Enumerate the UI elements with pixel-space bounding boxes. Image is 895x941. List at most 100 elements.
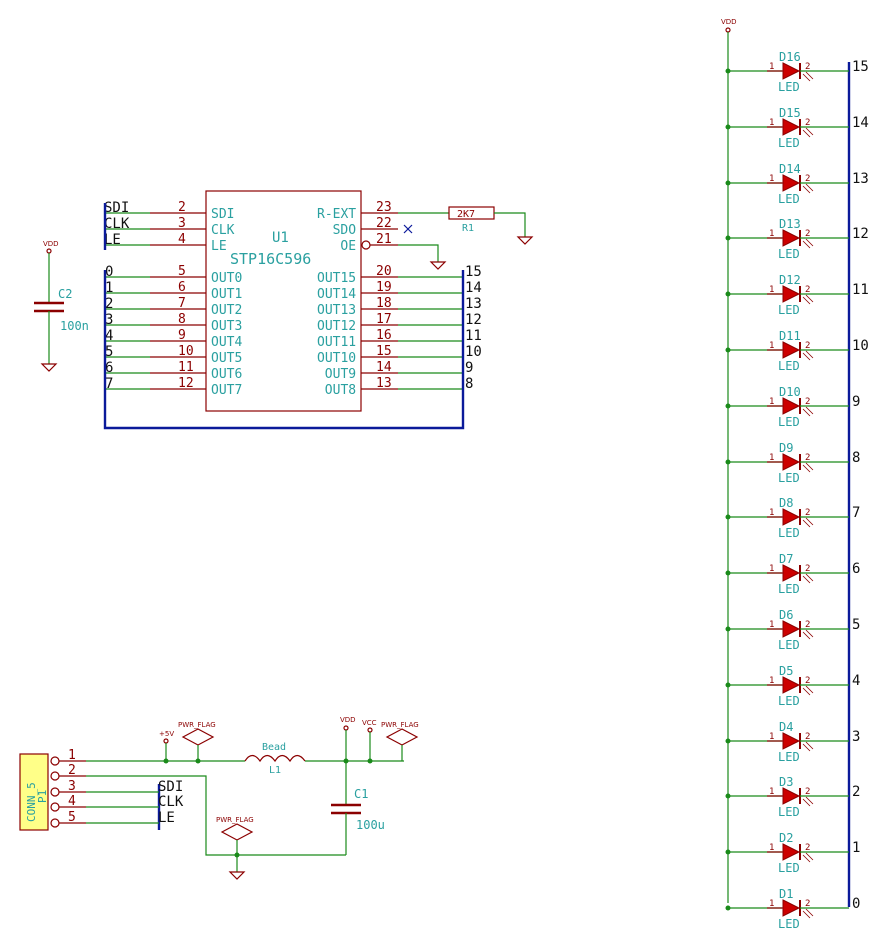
p1-pin-circle bbox=[50, 787, 60, 797]
p1-net-label: SDI bbox=[158, 779, 183, 795]
led-triangle bbox=[782, 899, 801, 917]
led-pin-number: 2 bbox=[805, 285, 810, 295]
pwr-flag-3-label: PWR_FLAG bbox=[216, 816, 254, 824]
u1-value: STP16C596 bbox=[230, 250, 311, 268]
led-arrow bbox=[802, 240, 811, 249]
pwr-flag-2 bbox=[385, 728, 419, 746]
l1-coil bbox=[244, 754, 306, 763]
u1-pin-number: 16 bbox=[376, 328, 392, 343]
u1-pin-number: 14 bbox=[376, 360, 392, 375]
led-ref: D14 bbox=[779, 162, 801, 176]
c2-gnd-symbol bbox=[40, 363, 58, 372]
gnd-symbol bbox=[228, 871, 246, 880]
led-arrow bbox=[805, 852, 814, 861]
led-ref: D4 bbox=[779, 720, 793, 734]
led-value: LED bbox=[778, 359, 800, 373]
led-arrow bbox=[805, 183, 814, 192]
power-section: +5V PWR_FLAG Bead L1 VDD VCC PWR_FLAG bbox=[86, 716, 419, 880]
led-pin-number: 2 bbox=[805, 508, 810, 518]
vdd-symbol bbox=[343, 725, 349, 731]
led-net-label: 5 bbox=[852, 617, 860, 633]
oe-gnd bbox=[361, 240, 447, 270]
led-value: LED bbox=[778, 750, 800, 764]
led-net-label: 6 bbox=[852, 561, 860, 577]
r1-resistor[interactable]: 2K7 R1 bbox=[398, 206, 534, 245]
led-pin-number: 2 bbox=[805, 564, 810, 574]
led-pin-number: 2 bbox=[805, 174, 810, 184]
p1-pin-number: 5 bbox=[68, 810, 76, 825]
led-arrow bbox=[802, 464, 811, 473]
vcc-symbol bbox=[367, 727, 373, 733]
led-arrow bbox=[802, 352, 811, 361]
u1-pin-number: 18 bbox=[376, 296, 392, 311]
led-pin-number: 1 bbox=[769, 564, 774, 574]
led-net-label: 12 bbox=[852, 226, 869, 242]
c2-ref: C2 bbox=[58, 287, 72, 301]
led-value: LED bbox=[778, 415, 800, 429]
p1-pin-number: 2 bbox=[68, 763, 76, 778]
led-ref: D8 bbox=[779, 496, 793, 510]
vdd-label: VDD bbox=[340, 716, 356, 724]
p5v-label: +5V bbox=[159, 730, 174, 738]
led-pin-number: 2 bbox=[805, 397, 810, 407]
bus-net-label: 4 bbox=[105, 328, 113, 344]
c1-capacitor[interactable]: C1 100u bbox=[331, 787, 385, 832]
led-arrow bbox=[802, 185, 811, 194]
c1-value: 100u bbox=[356, 818, 385, 832]
pwr-flag-2-label: PWR_FLAG bbox=[381, 721, 419, 729]
u1-right-pins: 23R-EXT22SDO21OE20OUT1519OUT1418OUT1317O… bbox=[317, 200, 398, 398]
c1-ref: C1 bbox=[354, 787, 368, 801]
led-ref: D16 bbox=[779, 50, 801, 64]
c2-capacitor[interactable]: VDD C2 100n bbox=[34, 240, 89, 372]
led-arrow bbox=[805, 741, 814, 750]
u1-pin-number: 2 bbox=[178, 200, 186, 215]
p1-ref: P1 bbox=[36, 790, 49, 803]
led-ref: D6 bbox=[779, 608, 793, 622]
led-pin-number: 2 bbox=[805, 899, 810, 909]
u1-pin-name: OUT5 bbox=[211, 351, 242, 366]
u1-pin-number: 21 bbox=[376, 232, 392, 247]
led-pin-number: 1 bbox=[769, 843, 774, 853]
led-pin-number: 2 bbox=[805, 676, 810, 686]
u1-bus-loop bbox=[103, 270, 465, 430]
led-net-label: 2 bbox=[852, 784, 860, 800]
led-arrow bbox=[805, 796, 814, 805]
led-arrow bbox=[805, 517, 814, 526]
u1-pin-name: OUT3 bbox=[211, 319, 242, 334]
led-arrow bbox=[802, 129, 811, 138]
led-arrow bbox=[802, 73, 811, 82]
p1-value: CONN_5 bbox=[25, 782, 38, 822]
led-triangle bbox=[782, 118, 801, 136]
led-ref: D12 bbox=[779, 273, 801, 287]
u1-pin-name: CLK bbox=[211, 223, 235, 238]
led-ref: D3 bbox=[779, 775, 793, 789]
led-net-label: 10 bbox=[852, 338, 869, 354]
led-pin-number: 2 bbox=[805, 118, 810, 128]
led-triangle bbox=[782, 564, 801, 582]
bus-net-label: 6 bbox=[105, 360, 113, 376]
led-arrow bbox=[802, 631, 811, 640]
l1-bead[interactable]: Bead L1 bbox=[244, 742, 306, 776]
led-pin-number: 1 bbox=[769, 508, 774, 518]
